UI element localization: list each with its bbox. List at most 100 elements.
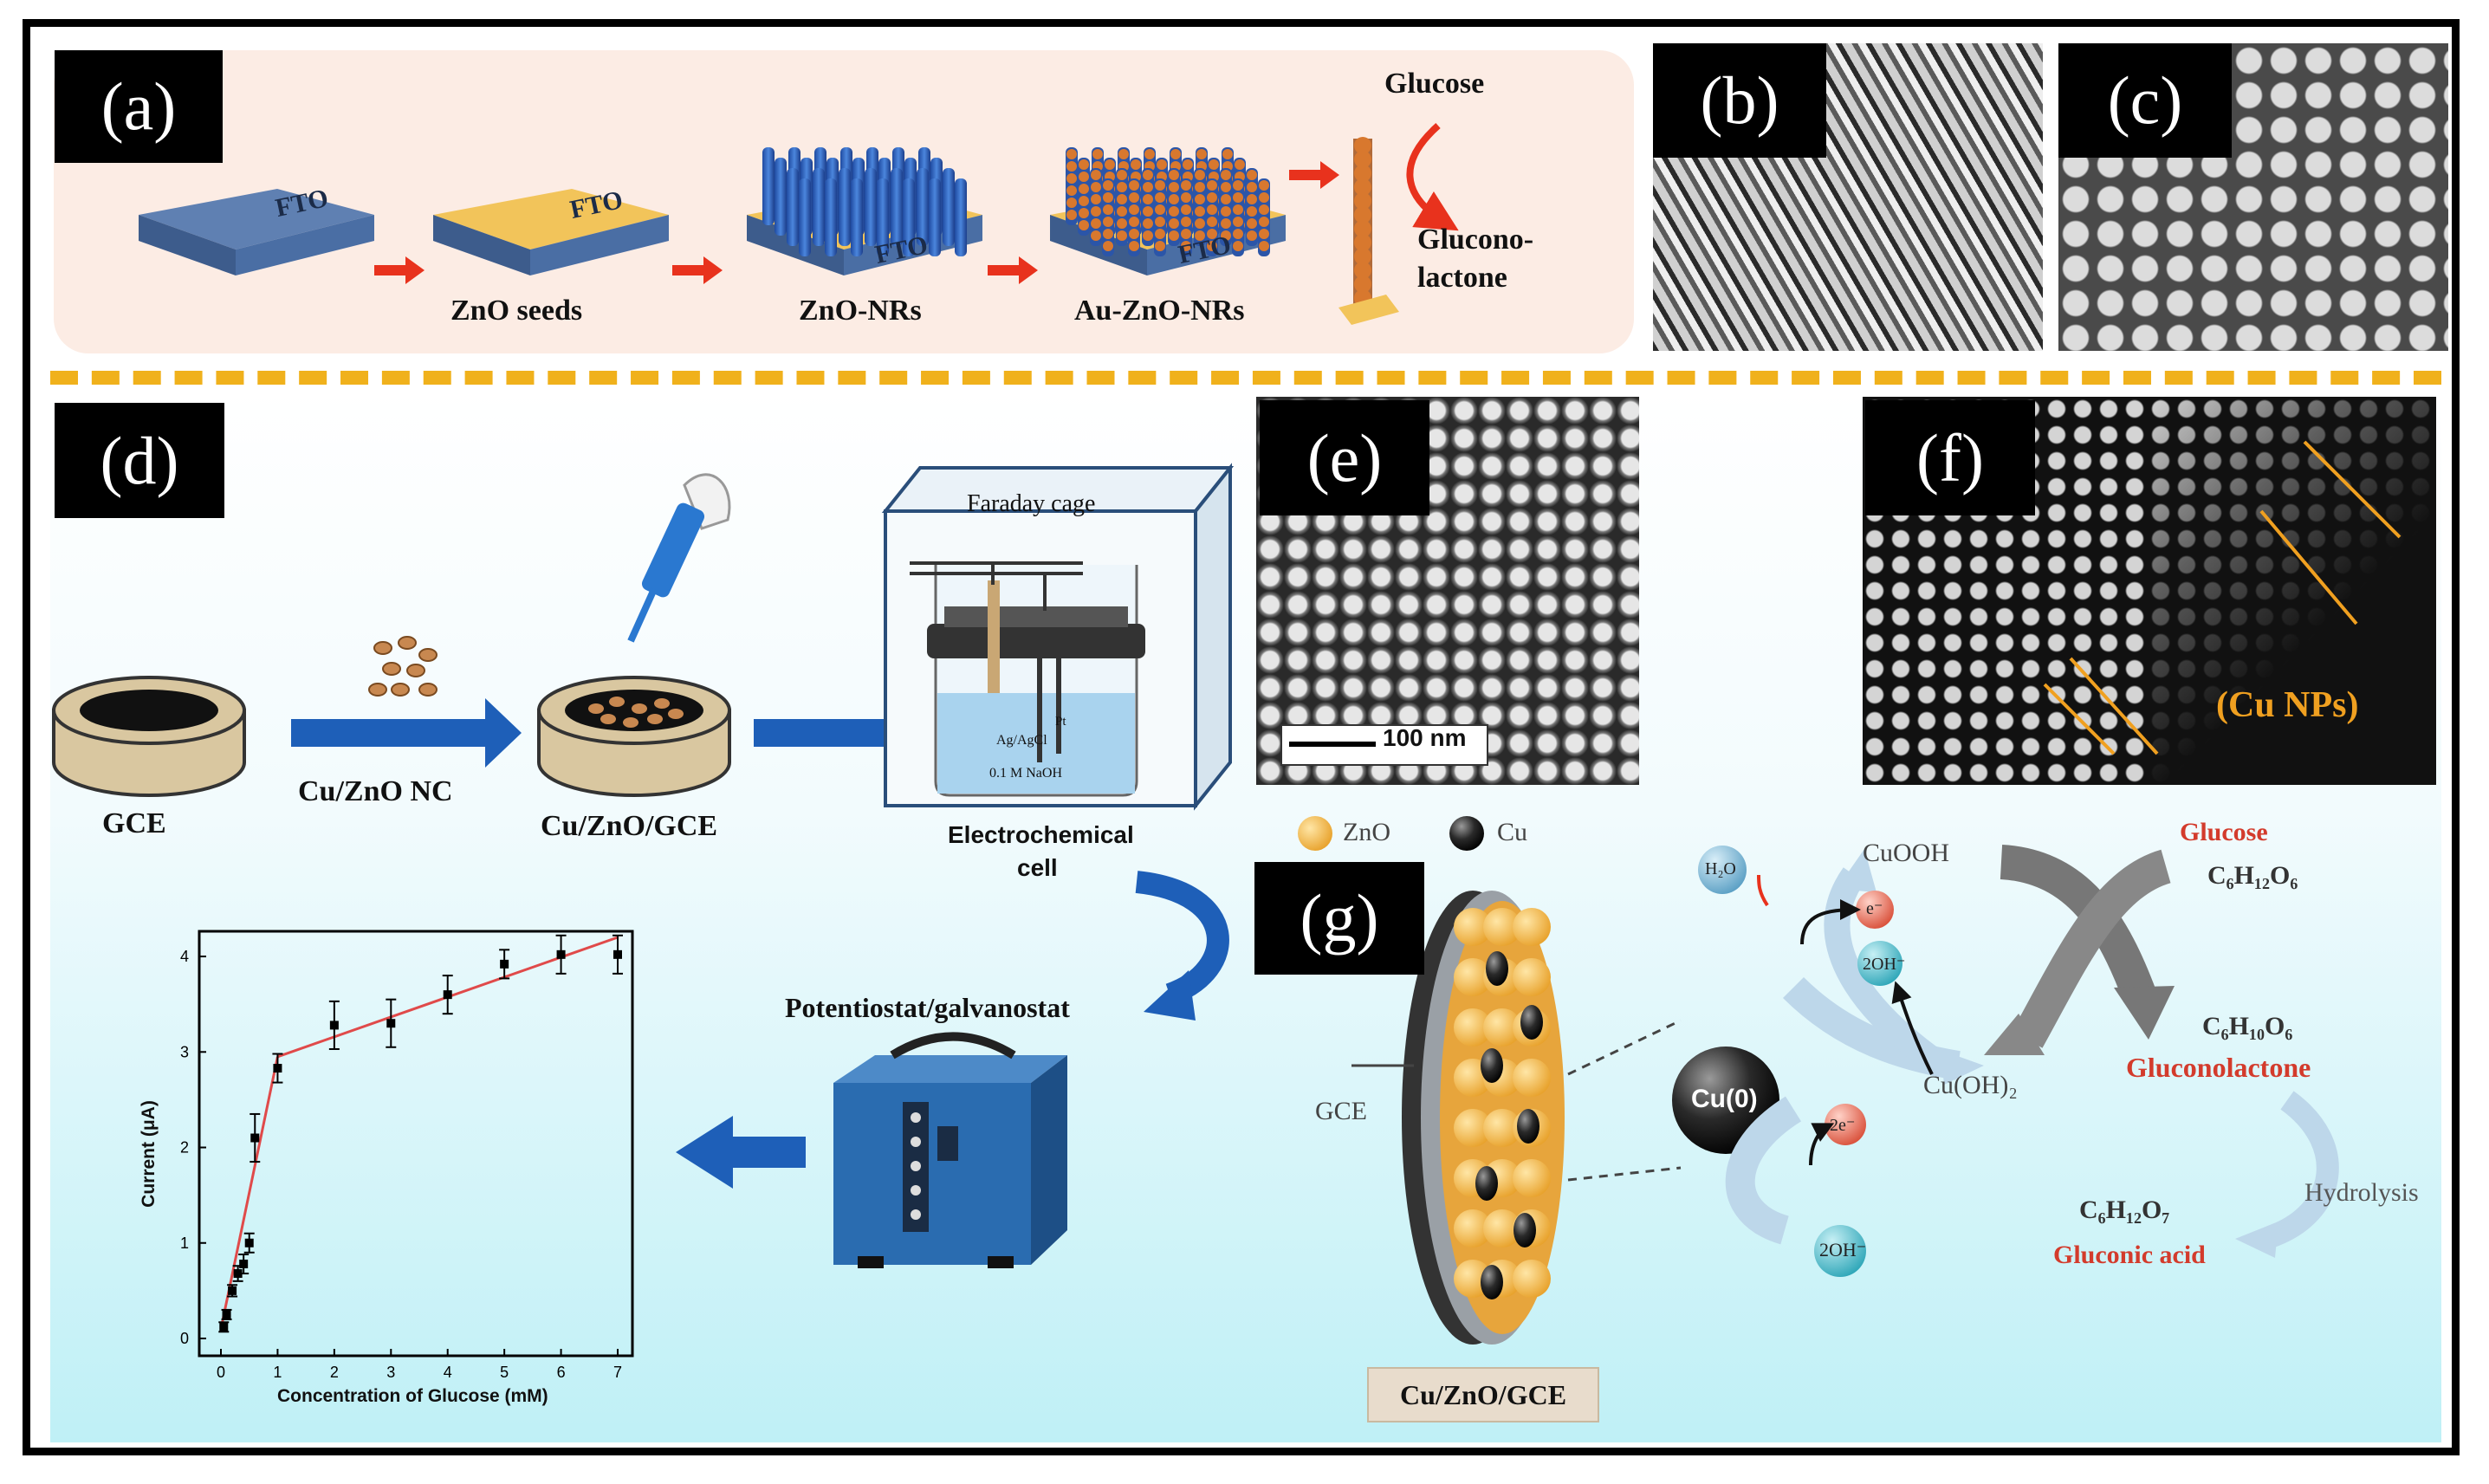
curved-blue-arrow [1135,871,1229,1006]
au-particle [1354,248,1371,265]
nanorod [917,168,929,246]
dashed-divider [50,371,2441,385]
gluconic-formula: C₆H₁₂O₇ [2079,1196,2170,1224]
au-nanorod [1168,168,1180,246]
modified-electrode-label: Cu/ZnO/GCE [541,810,718,842]
nanorod [943,168,955,246]
zno-particle [1513,908,1551,946]
y-tick-label: 0 [180,1330,189,1347]
glucose-grey-arrowhead [2114,986,2175,1040]
nanorod [813,168,825,246]
au-particle [1354,206,1371,224]
product-label-line1: Glucono- [1417,224,1534,256]
nanorod [877,178,889,256]
nanorod [903,178,915,256]
hydrolysis-arc [2265,1091,2339,1248]
zno-particle [1483,1008,1521,1047]
au-particle [1354,220,1371,237]
glucose-label-a: Glucose [1384,68,1485,100]
au-nanorod [1128,178,1140,256]
data-point [219,1322,229,1332]
glucose-label-g: Glucose [2180,818,2268,846]
electrode-disk [1402,891,1565,1345]
oh-arrow [1891,981,1934,1075]
potentiostat-device [833,1032,1067,1268]
data-point [228,1286,237,1295]
au-particle [1354,262,1371,279]
oh-sphere-top [1857,941,1902,986]
h2o-sphere [1698,846,1747,894]
data-point [244,1238,254,1247]
panel-label-d: (d) [55,403,224,518]
au-nanorod [1066,147,1078,225]
product-label-line2: lactone [1417,262,1507,294]
nanorod [929,178,941,256]
nanorod [775,158,787,236]
zno-particle [1454,1109,1492,1147]
gluconolactone-label: Gluconolactone [2126,1052,2311,1083]
cu-particle [1475,1166,1498,1201]
ref-electrode-label: Ag/AgCl [996,733,1047,748]
zno-particle [1513,958,1551,996]
faraday-cage-label: Faraday cage [967,490,1096,517]
panel-label-g: (g) [1254,862,1424,975]
zno-particle [1483,1209,1521,1247]
step-zno-nrs: ZnO-NRs [799,295,922,327]
zno-particle [1513,1159,1551,1197]
single-au-zno-rod [1338,137,1399,325]
modified-electrode [537,676,731,797]
faraday-cage [881,463,1235,811]
x-tick-label: 0 [217,1364,225,1381]
fto-substrate-4 [1050,147,1286,275]
au-nanorod [1090,168,1102,246]
nanorod [865,168,877,246]
oh-label-bottom: 2OH⁻ [1819,1239,1867,1260]
fit-line [219,1056,279,1330]
au-nanorod [1180,178,1192,256]
zoom-line-upper [1567,1019,1682,1076]
scale-bar-label-e: 100 nm [1383,724,1467,751]
x-tick-label: 4 [444,1364,452,1381]
hydrolysis-label: Hydrolysis [2304,1178,2419,1207]
nc-label: Cu/ZnO NC [298,775,453,807]
panel-label-f: (f) [1865,400,2035,515]
gluconic-acid-label: Gluconic acid [2053,1241,2206,1269]
data-point [233,1269,243,1279]
x-tick-label: 1 [273,1364,282,1381]
cu-particle [1517,1109,1539,1144]
x-tick-label: 2 [330,1364,339,1381]
panel-label-c: (c) [2058,43,2232,158]
2e-label: 2e⁻ [1830,1116,1856,1135]
x-tick-label: 5 [500,1364,509,1381]
data-point [443,990,452,1000]
blue-arrow-1 [291,698,522,768]
e-sphere [1856,891,1894,929]
data-point [273,1064,282,1073]
data-point [329,1021,339,1030]
zno-particle [1483,908,1521,946]
cycle-arc-upper [1824,867,1948,1077]
electrolyte-label: 0.1 M NaOH [989,766,1062,781]
cu-particle [1520,1005,1543,1040]
nanorod [955,178,967,256]
cu-nps-label: (Cu NPs) [2216,685,2359,725]
fto-substrate-3 [747,147,982,275]
hydrolysis-arrowhead [2235,1222,2278,1258]
nanorod [762,147,775,225]
cuoh2-label: Cu(OH)₂ [1923,1071,2018,1099]
panel-label-e: (e) [1260,400,1429,515]
cu-particle [1486,951,1508,986]
au-nanorod [1220,168,1232,246]
blue-arrow-2 [754,698,998,768]
e-arrow [1800,899,1861,945]
au-particle [1354,165,1371,182]
data-point [239,1260,249,1269]
y-tick-label: 3 [180,1043,189,1060]
sem-image-f-shade [2149,397,2436,785]
nanorod [799,178,811,256]
potentiostat-label: Potentiostat/galvanostat [785,992,1070,1023]
fto-substrate-2 [433,189,669,275]
glucose-conversion-arrow [1406,123,1459,231]
